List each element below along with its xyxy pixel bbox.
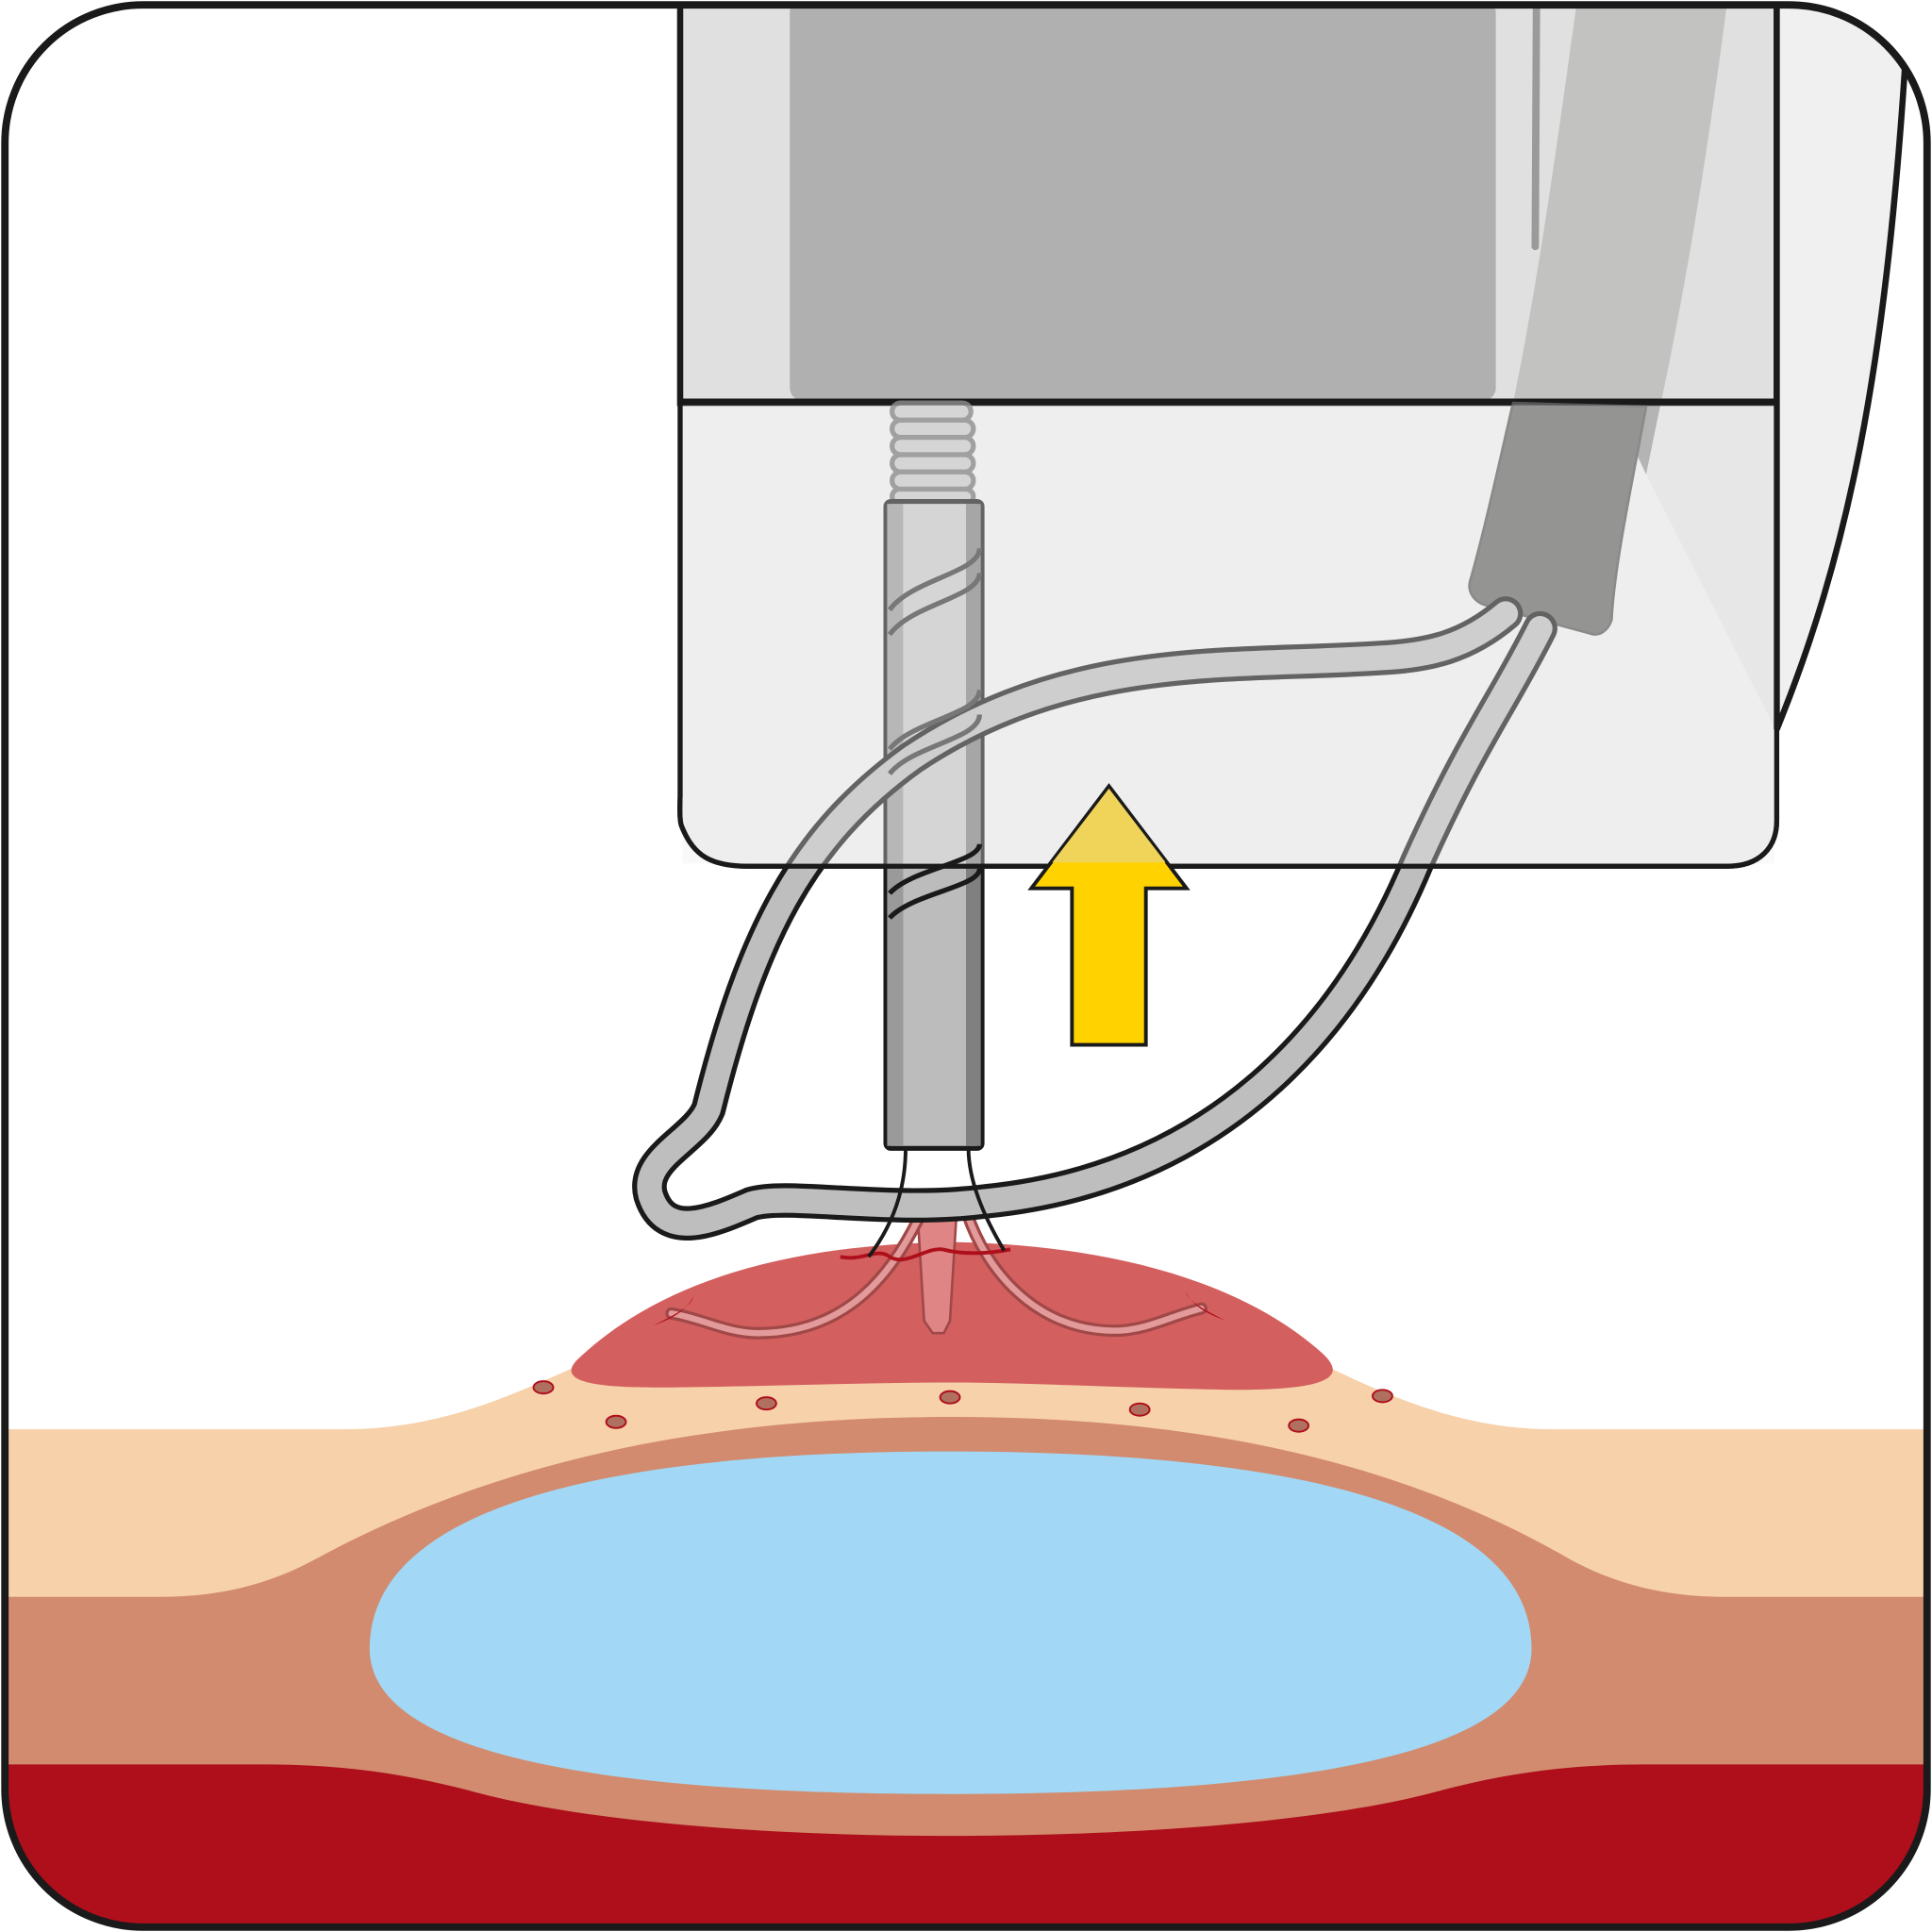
tick-body: [571, 1241, 1333, 1391]
card-slot: [790, 5, 1496, 401]
swelling-area: [369, 1451, 1532, 1794]
pin-windings: [887, 547, 982, 920]
tool-handle: [1468, 401, 1648, 636]
spring-coil: [890, 400, 976, 507]
tweezer-tip-right: [966, 1148, 1007, 1252]
tweezer-tip-left: [867, 1148, 908, 1258]
tick-mouthparts: [916, 1218, 958, 1335]
blood-layer: [5, 1764, 1927, 1927]
skin-pores: [532, 1380, 1393, 1433]
